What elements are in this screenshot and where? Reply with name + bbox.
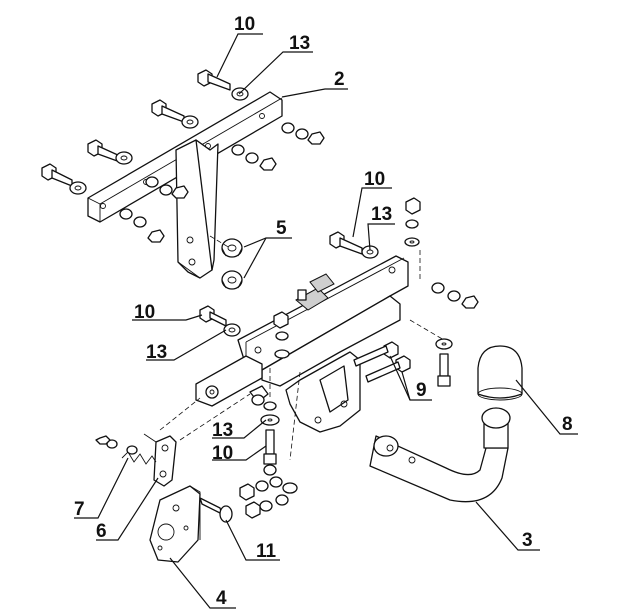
nut-icon [145, 176, 189, 199]
label-6: 6 [96, 521, 107, 542]
bolt-icon [87, 139, 133, 165]
bolt-icon [260, 414, 280, 465]
bolt-icon [199, 305, 241, 337]
vertical-bracket [175, 139, 219, 279]
socket-bracket [143, 433, 177, 487]
ball-cover [477, 345, 523, 401]
end-bracket [195, 355, 269, 407]
label-10-left: 10 [134, 302, 155, 323]
bolt-icon [435, 338, 453, 387]
tow-ball-arm [369, 407, 511, 503]
spring-icon [95, 435, 157, 465]
label-13-top: 13 [289, 33, 310, 54]
assembly-lines [159, 235, 445, 461]
nut-icon [273, 311, 290, 359]
label-5: 5 [276, 218, 287, 239]
label-4: 4 [216, 588, 227, 609]
nut-icon [231, 144, 277, 171]
bolt-icon [329, 231, 379, 259]
label-10-top: 10 [234, 14, 255, 35]
bolt-icon [41, 163, 87, 195]
label-9: 9 [416, 380, 427, 401]
label-13-lower: 13 [212, 420, 233, 441]
bolt-icon [353, 341, 411, 383]
label-3: 3 [522, 530, 533, 551]
label-10-lower: 10 [212, 443, 233, 464]
nut-icon [119, 208, 165, 243]
spacer-icon [221, 270, 243, 290]
main-crossbar [237, 255, 409, 387]
nut-icon [404, 197, 421, 247]
label-13-left: 13 [146, 342, 167, 363]
nut-icon [251, 394, 277, 411]
nut-icon [239, 464, 298, 519]
spacer-icon [221, 238, 243, 258]
label-13-mid: 13 [371, 204, 392, 225]
nut-icon [431, 282, 479, 309]
callouts: 10 13 2 10 13 5 10 13 9 8 13 10 7 6 11 3 [74, 14, 578, 609]
socket-plate [149, 485, 201, 563]
bolt-icon [151, 99, 199, 129]
bolt-icon [197, 69, 249, 101]
label-11: 11 [256, 541, 277, 562]
label-2: 2 [334, 69, 345, 90]
label-7: 7 [74, 499, 85, 520]
label-10-mid: 10 [364, 169, 385, 190]
nut-icon [281, 122, 325, 145]
bolt-icon [199, 497, 233, 523]
upper-bolts [41, 69, 325, 243]
label-8: 8 [562, 414, 573, 435]
